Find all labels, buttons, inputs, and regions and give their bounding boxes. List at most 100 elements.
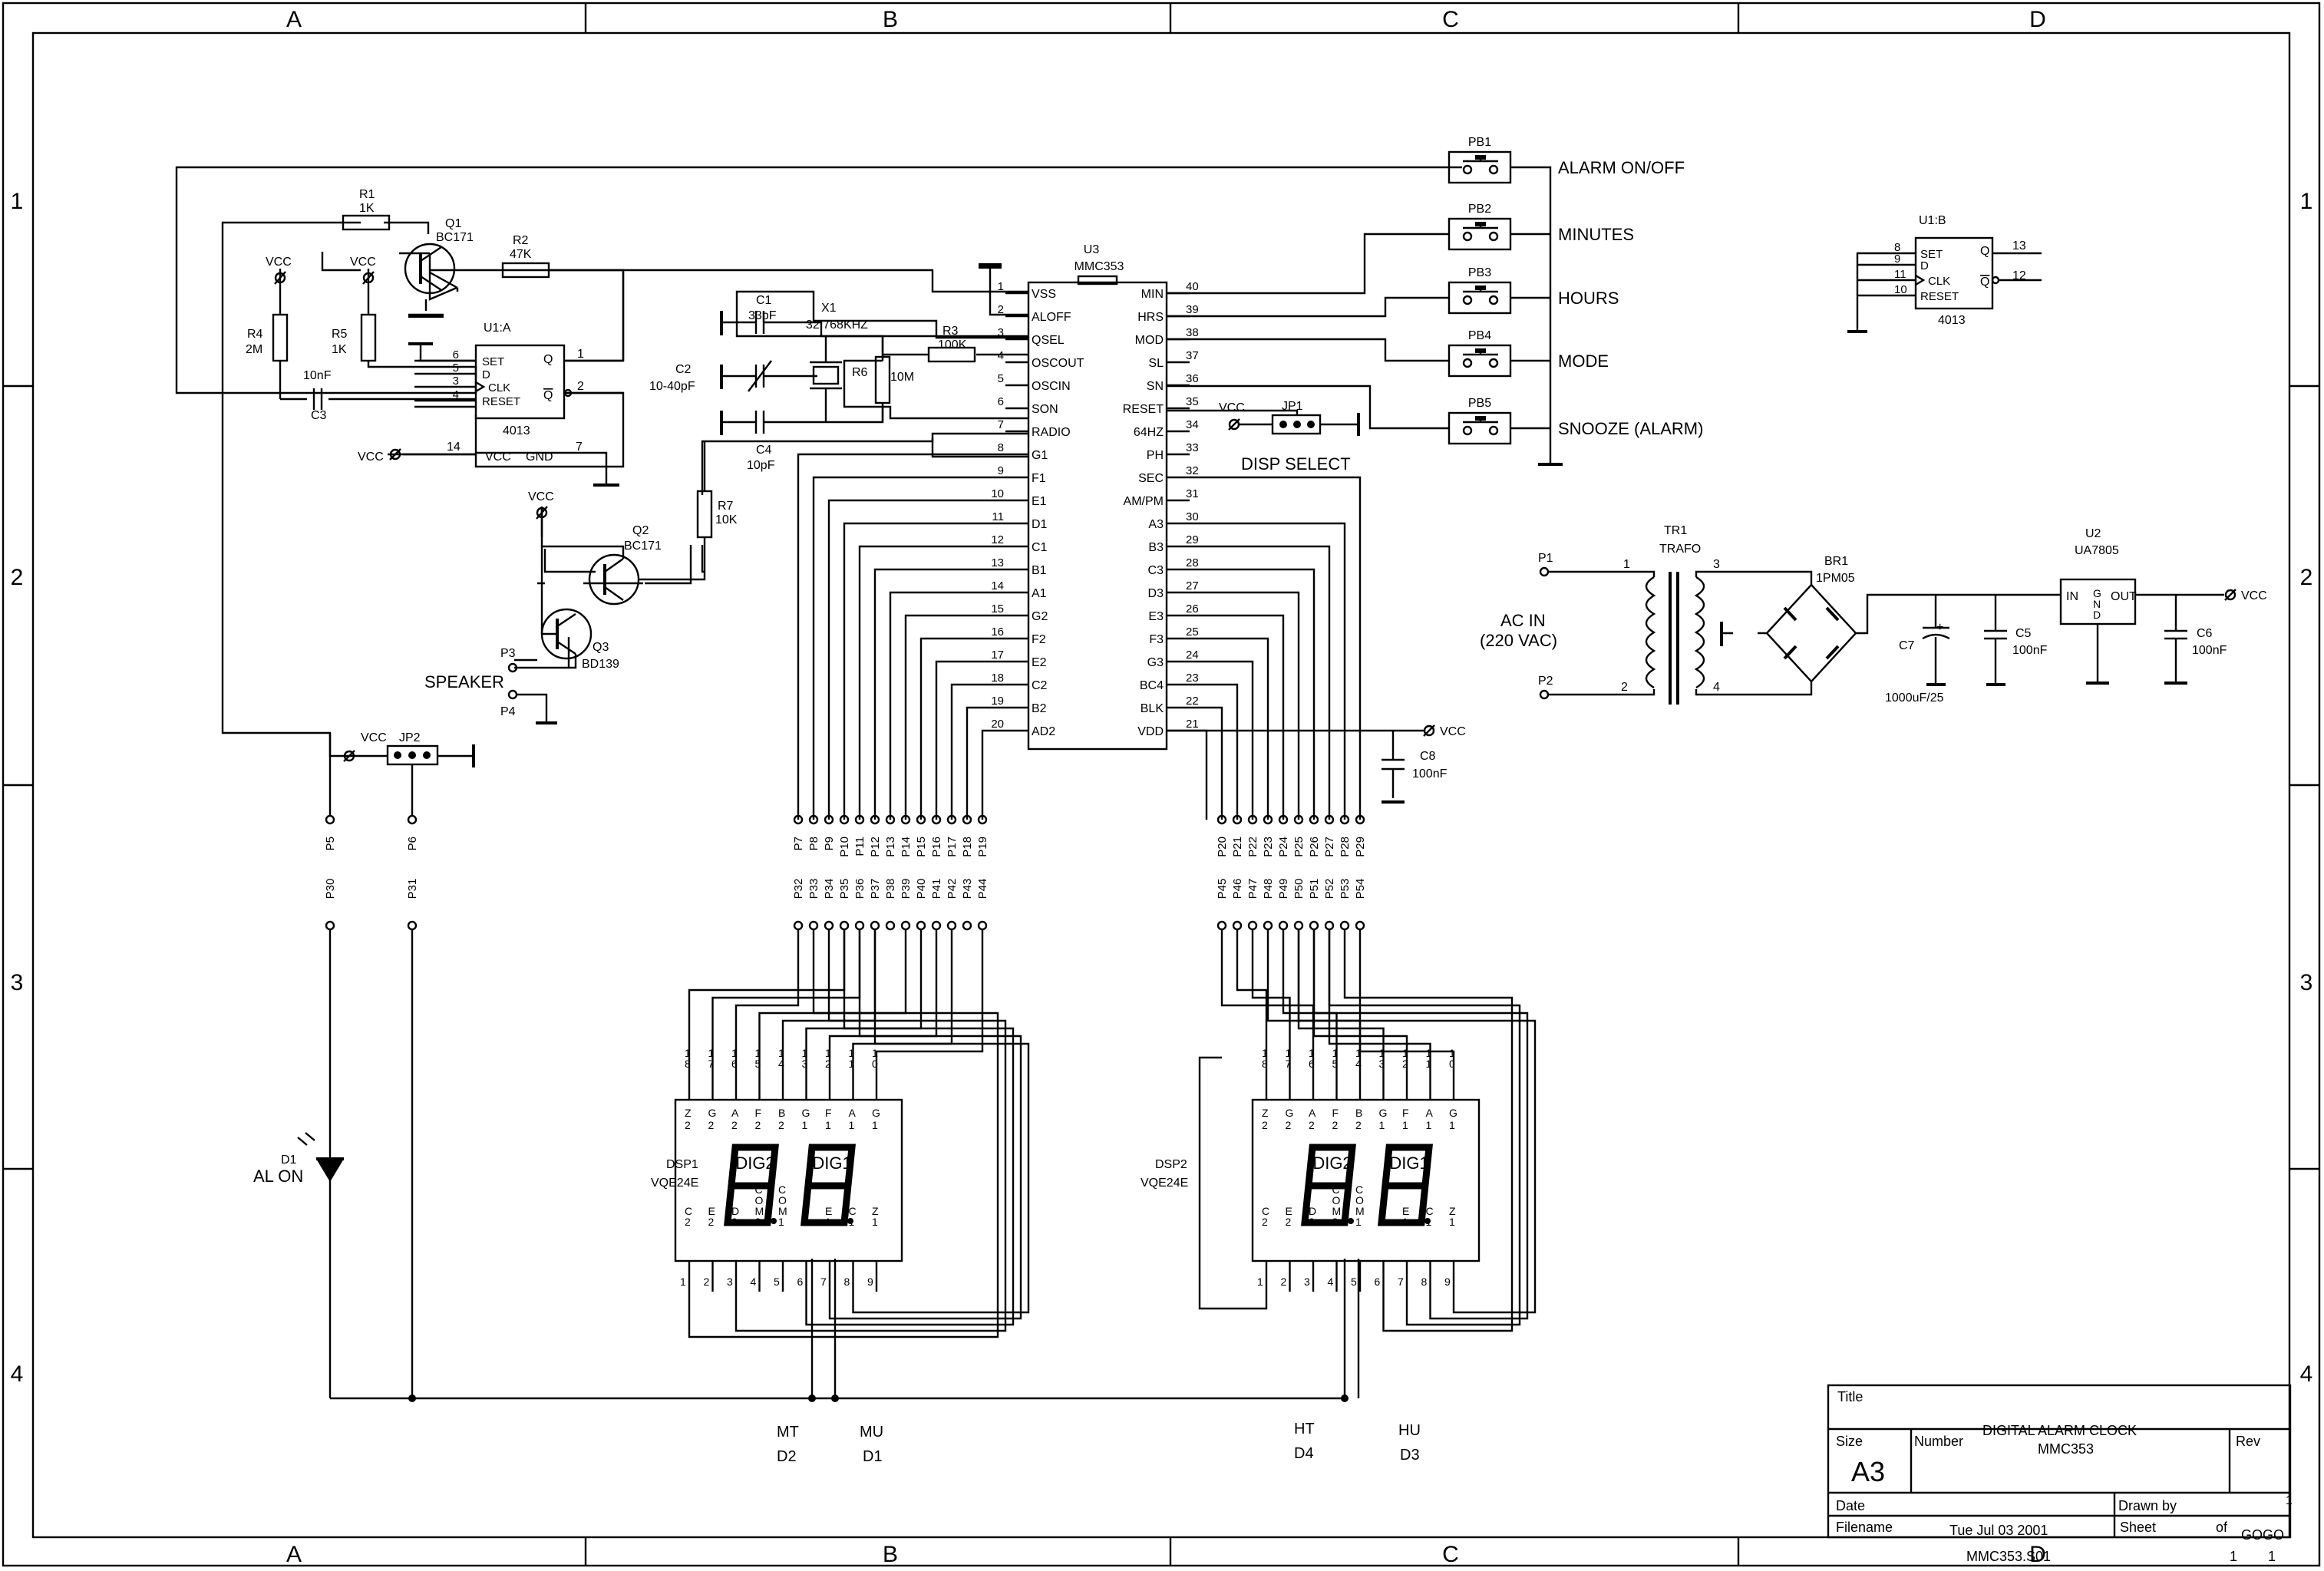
pin-label-p26: P26	[1308, 837, 1321, 857]
u3-pin-label-b3: B3	[1148, 541, 1164, 554]
transistor-q2: Q2 BC171	[588, 524, 706, 606]
pushbutton-pb2-label: MINUTES	[1558, 225, 1634, 244]
svg-text:Filename: Filename	[1836, 1520, 1893, 1535]
dsp1-part: VQE24E	[651, 1177, 698, 1190]
u3-pin-label-f2: F2	[1032, 633, 1046, 646]
svg-text:C5: C5	[2015, 627, 2032, 640]
row-label-2: 2	[11, 565, 24, 590]
row-label-3-right: 3	[2300, 970, 2313, 995]
col-label-a: A	[286, 7, 302, 32]
svg-text:C8: C8	[1420, 750, 1436, 763]
pin-p17	[946, 814, 957, 825]
dsp2-top-letter-a-0: Z	[1262, 1107, 1269, 1119]
svg-text:D2: D2	[777, 1448, 797, 1465]
svg-text:4: 4	[1713, 681, 1720, 694]
vcc-r5: VCC	[350, 256, 376, 303]
dsp1-top-num-a-8: 1	[872, 1047, 878, 1059]
svg-text:G: G	[2093, 587, 2101, 599]
pin-p48	[1263, 920, 1273, 931]
dsp1-top-num-a-4: 1	[778, 1047, 784, 1059]
u3-pin-label-oscin: OSCIN	[1032, 380, 1071, 393]
u3-pin-num-5: 5	[998, 372, 1004, 385]
capacitor-c1: C1 33pF	[720, 294, 823, 336]
u1a-pin-label-clk: CLK	[488, 381, 510, 394]
pin-p36	[854, 920, 865, 931]
dsp2-bottom-letter-4-2: M	[1355, 1205, 1365, 1217]
pin-p28	[1339, 814, 1350, 825]
u1a-pin-7: 7	[576, 441, 583, 454]
pin-p46	[1232, 920, 1243, 931]
pushbutton-pb2-contact-a	[1462, 231, 1473, 242]
pushbutton-pb5-ref: PB5	[1468, 397, 1491, 410]
pin-label-p41: P41	[930, 879, 943, 899]
pushbutton-pb2-ref: PB2	[1468, 203, 1491, 216]
pin-label-p29: P29	[1354, 837, 1367, 857]
svg-text:P3: P3	[500, 647, 516, 660]
pin-label-p54: P54	[1354, 879, 1367, 899]
dsp2-bottom-letter-8-0: Z	[1449, 1205, 1456, 1217]
dsp1-bottom-num-5: 6	[797, 1276, 804, 1288]
svg-text:1: 1	[1623, 558, 1630, 571]
u1a-vcc-label: VCC	[485, 451, 511, 464]
dsp1-top-num-b-0: 8	[685, 1058, 691, 1070]
u3-pin-label-mod: MOD	[1135, 334, 1164, 347]
pushbutton-pb5-cap	[1475, 416, 1486, 421]
row-label-4-right: 4	[2300, 1361, 2313, 1387]
svg-text:VCC: VCC	[2241, 589, 2267, 602]
pin-p41	[931, 920, 942, 931]
dsp2-dig-left-label: DIG2	[1312, 1153, 1352, 1173]
u3-pin-label-reset: RESET	[1123, 403, 1164, 416]
dsp1-bottom-letter-4-2: M	[778, 1205, 787, 1217]
u3-pin-num-8: 8	[998, 441, 1004, 454]
pin-label-p38: P38	[884, 879, 897, 899]
dsp2-top-num-a-4: 1	[1355, 1047, 1362, 1059]
row-label-3: 3	[11, 970, 24, 995]
dsp2-top-letter-b-6: 1	[1402, 1119, 1408, 1131]
svg-text:HU: HU	[1398, 1422, 1421, 1439]
dsp1-bottom-letter-1-1: 2	[708, 1216, 715, 1228]
u1a-qbar-label: Q	[543, 389, 553, 402]
u3-pin-num-33: 33	[1186, 441, 1199, 454]
u1b-body	[1914, 236, 1994, 310]
svg-text:1PM05: 1PM05	[1816, 572, 1855, 585]
u3-pin-num-30: 30	[1186, 510, 1199, 523]
pin-p42	[946, 920, 957, 931]
pin-p43	[962, 920, 972, 931]
u3-pin-label-min: MIN	[1141, 288, 1164, 301]
u3-pin-num-26: 26	[1186, 602, 1199, 616]
svg-text:D3: D3	[1400, 1447, 1420, 1464]
svg-text:1K: 1K	[359, 202, 375, 215]
pin-p38	[885, 920, 896, 931]
svg-text:Q1: Q1	[445, 217, 461, 230]
pin-label-p6: P6	[406, 837, 419, 850]
pin-p39	[900, 920, 911, 931]
pin-label-p13: P13	[884, 837, 897, 857]
pin-label-p49: P49	[1277, 879, 1290, 899]
dsp1-bottom-num-6: 7	[820, 1276, 827, 1288]
drawn-by-value: GOGO	[2241, 1527, 2284, 1543]
pin-p5	[325, 814, 335, 825]
svg-text:R2: R2	[513, 234, 529, 247]
resistor-r1: R1 1K	[342, 188, 391, 231]
dsp2-top-num-b-3: 5	[1332, 1058, 1339, 1070]
capacitor-c3: 10nF C3	[303, 369, 332, 422]
dsp2-top-letter-b-5: 1	[1379, 1119, 1385, 1131]
dsp2-bottom-letter-7-0: C	[1426, 1205, 1434, 1217]
svg-text:1000uF/25: 1000uF/25	[1885, 691, 1944, 705]
dsp1-bottom-letter-7-0: C	[849, 1205, 857, 1217]
pushbutton-pb3	[1448, 281, 1512, 315]
dsp2-bottom-letter-3-2: M	[1332, 1205, 1342, 1217]
display-labels: DSP1 VQE24E DSP2 VQE24E	[651, 1158, 1188, 1190]
pin-p6	[407, 814, 418, 825]
dsp1-top-num-a-3: 1	[755, 1047, 761, 1059]
svg-text:Date: Date	[1836, 1498, 1865, 1513]
u3-pin-label-blk: BLK	[1141, 702, 1164, 715]
svg-text:IN: IN	[2066, 590, 2078, 603]
dsp1-top-letter-b-7: 1	[849, 1119, 855, 1131]
col-label-b: B	[883, 7, 898, 32]
dsp1-top-num-a-1: 1	[708, 1047, 715, 1059]
dsp1-top-letter-a-2: A	[731, 1107, 739, 1119]
pin-p52	[1324, 920, 1335, 931]
u1b-pin-num-11: 11	[1894, 268, 1906, 281]
dsp1-bottom-num-4: 5	[774, 1276, 780, 1288]
